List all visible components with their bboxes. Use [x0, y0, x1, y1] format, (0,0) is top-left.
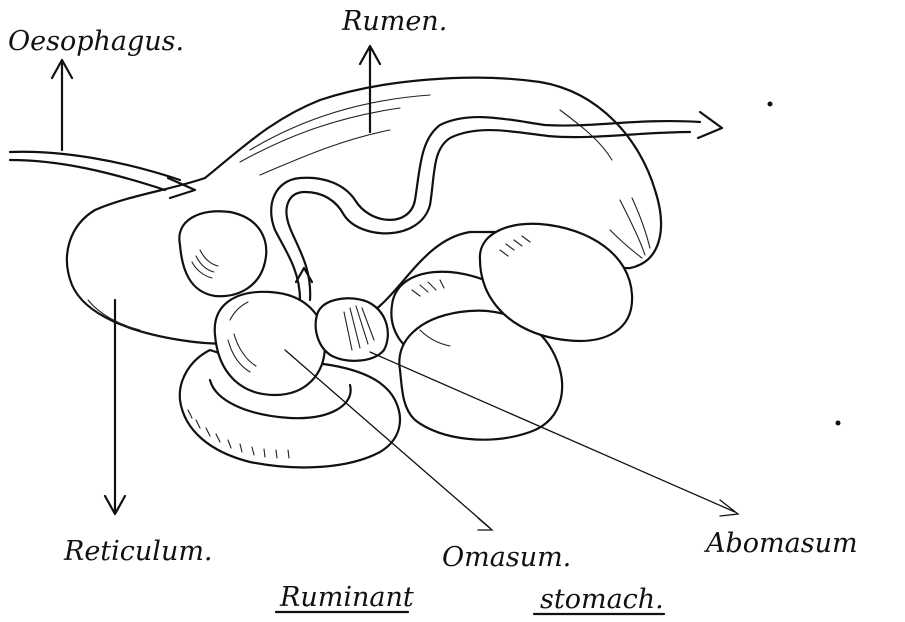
reticulum-pointer	[105, 300, 125, 514]
exit-arrowhead	[698, 112, 722, 138]
label-abomasum: Abomasum	[703, 528, 858, 559]
reticulum-upper-lobe	[179, 211, 266, 296]
omasum-leaves	[316, 298, 388, 360]
oesophagus-tube-upper	[10, 152, 180, 180]
title-word-1: Ruminant	[279, 582, 414, 613]
label-rumen: Rumen.	[341, 6, 447, 37]
oesophagus-tube-lower	[10, 160, 165, 190]
ink-dot-2	[836, 421, 841, 426]
label-reticulum: Reticulum.	[63, 536, 213, 567]
label-omasum: Omasum.	[442, 542, 571, 573]
title-word-2: stomach.	[540, 584, 664, 615]
label-oesophagus: Oesophagus.	[8, 26, 184, 57]
ink-dot-1	[768, 102, 773, 107]
oesophagus-pointer	[52, 60, 72, 150]
